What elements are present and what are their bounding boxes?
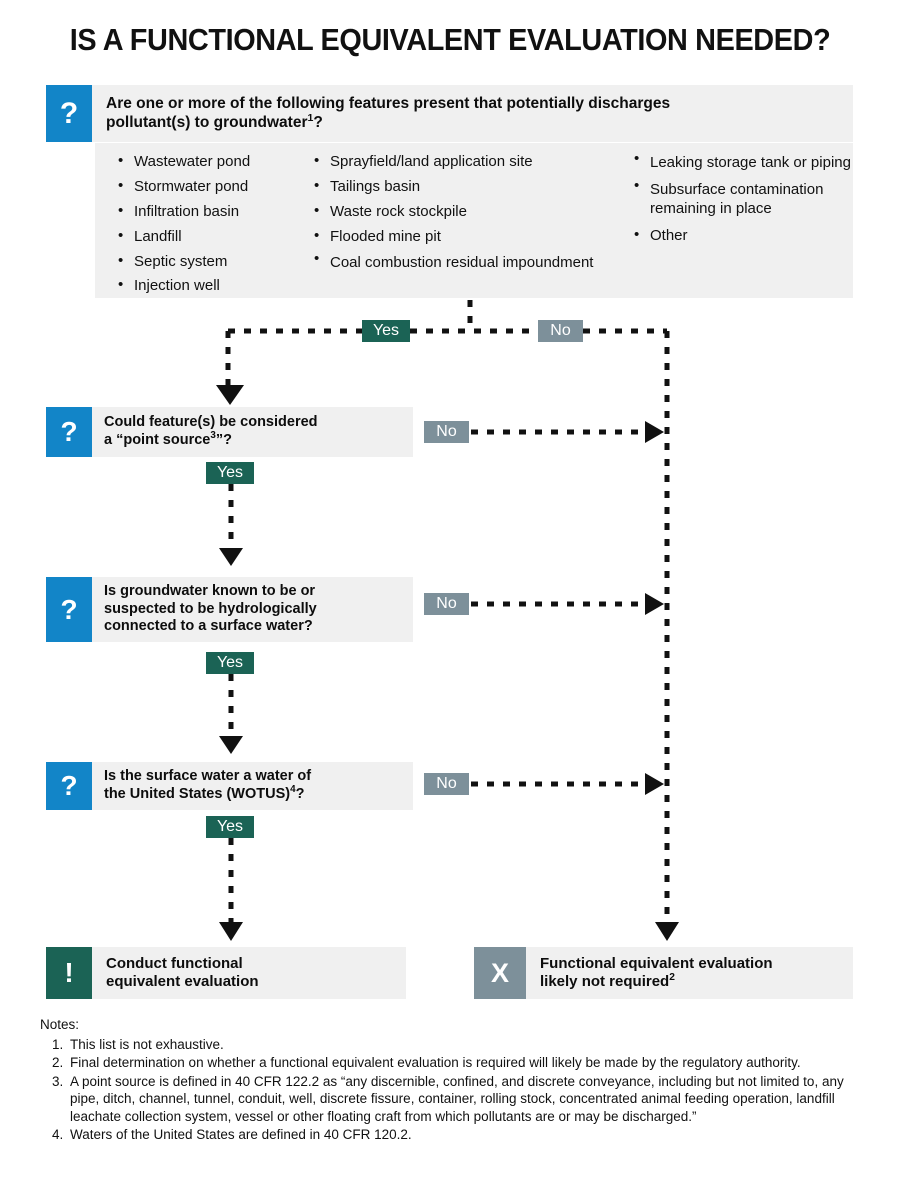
q3-line2: suspected to be hydrologically [104,600,317,617]
list-item: Leaking storage tank or piping [633,149,853,177]
note-item: 3. A point source is defined in 40 CFR 1… [40,1073,870,1126]
outcome-yes-line2: equivalent evaluation [106,973,259,990]
outcome-no-text: Functional equivalent evaluation likely … [526,947,853,999]
note-number: 3. [52,1073,64,1089]
outcome-yes-text: Conduct functional equivalent evaluation [92,947,406,999]
edge-label-yes-top: Yes [362,320,410,342]
outcome-no-line2-pre: likely not required [540,973,670,990]
question-node-1[interactable]: ? Are one or more of the following featu… [46,85,853,142]
edge-label-no-top: No [538,320,583,342]
arrowhead-to-outcome-yes [219,922,243,941]
note-number: 4. [52,1127,64,1143]
arrowhead-to-outcome-no [655,922,679,941]
note-item: 1. This list is not exhaustive. [40,1036,870,1054]
q2-line2-post: ”? [215,432,232,448]
question-mark-icon: ? [46,762,92,810]
arrowheads [216,385,679,941]
edge-label-no-q4: No [424,773,469,795]
q2-line2-pre: a “point source [104,432,211,448]
feature-column-2: Sprayfield/land application site Tailing… [305,149,623,298]
list-item: Other [633,223,853,249]
question-mark-icon: ? [46,407,92,457]
feature-column-3: Leaking storage tank or piping Subsurfac… [623,149,853,298]
list-item: Septic system [117,249,305,275]
note-text: This list is not exhaustive. [70,1036,224,1052]
q2-footnote-ref: 3 [210,430,216,442]
list-item: Stormwater pond [117,174,305,200]
q4-line2-pre: the United States (WOTUS) [104,786,291,802]
exclamation-mark-icon: ! [46,947,92,999]
outcome-node-not-required[interactable]: X Functional equivalent evaluation likel… [474,947,853,999]
q3-line3: connected to a surface water? [104,618,313,635]
q1-footnote-ref: 1 [307,111,314,124]
note-number: 1. [52,1036,64,1052]
list-item: Wastewater pond [117,149,305,175]
note-text: Final determination on whether a functio… [70,1055,801,1071]
outcome-no-line1: Functional equivalent evaluation [540,954,773,972]
list-item: Landfill [117,224,305,250]
arrowhead-q4-no [645,773,664,795]
question-node-2-text: Could feature(s) be considered a “point … [92,407,413,457]
edge-label-no-q3: No [424,593,469,615]
q3-line1: Is groundwater known to be or [104,582,316,599]
outcome-no-footnote-ref: 2 [669,972,675,983]
question-node-3-text: Is groundwater known to be or suspected … [92,577,413,642]
note-text: A point source is defined in 40 CFR 122.… [70,1073,844,1124]
q4-line2-post: ? [295,786,305,802]
edge-label-yes-q3: Yes [206,652,254,674]
note-item: 4. Waters of the United States are defin… [40,1126,870,1144]
arrowhead-q3-no [645,593,664,615]
list-item: Subsurface contamination remaining in pl… [633,176,853,223]
question-mark-icon: ? [46,85,92,142]
notes-section: Notes: 1. This list is not exhaustive. 2… [40,1016,870,1145]
question-node-1-text: Are one or more of the following feature… [92,85,853,142]
q2-line1: Could feature(s) be considered [104,414,318,431]
list-item: Flooded mine pit [313,224,623,250]
note-item: 2. Final determination on whether a func… [40,1054,870,1072]
feature-list-panel: Wastewater pond Stormwater pond Infiltra… [95,143,853,298]
list-item: Waste rock stockpile [313,199,623,225]
outcome-node-conduct-evaluation[interactable]: ! Conduct functional equivalent evaluati… [46,947,406,999]
list-item: Infiltration basin [117,199,305,225]
q4-line1: Is the surface water a water of [104,768,312,785]
list-item: Sprayfield/land application site [313,149,623,175]
q4-footnote-ref: 4 [290,784,296,796]
outcome-yes-line1: Conduct functional [106,954,243,972]
edge-label-yes-q2: Yes [206,462,254,484]
question-mark-icon: ? [46,577,92,642]
edge-label-yes-q4: Yes [206,816,254,838]
q1-line2-post: ? [313,113,323,131]
list-item: Tailings basin [313,174,623,200]
arrowhead-to-q2 [216,385,244,405]
q1-line2-pre: pollutant(s) to groundwater [106,113,308,131]
question-node-2[interactable]: ? Could feature(s) be considered a “poin… [46,407,413,457]
edge-label-no-q2: No [424,421,469,443]
q1-line1: Are one or more of the following feature… [106,94,671,112]
note-number: 2. [52,1055,64,1071]
page-title: IS A FUNCTIONAL EQUIVALENT EVALUATION NE… [69,22,831,57]
question-node-3[interactable]: ? Is groundwater known to be or suspecte… [46,577,413,642]
arrowhead-to-q4 [219,736,243,754]
notes-heading: Notes: [40,1017,80,1032]
x-mark-icon: X [474,947,526,999]
question-node-4[interactable]: ? Is the surface water a water of the Un… [46,762,413,810]
list-item: Injection well [117,273,305,299]
feature-column-1: Wastewater pond Stormwater pond Infiltra… [95,149,305,299]
list-item: Coal combustion residual impoundment [313,249,623,277]
question-node-4-text: Is the surface water a water of the Unit… [92,762,413,810]
arrowhead-to-q3 [219,548,243,566]
arrowhead-q2-no [645,421,664,443]
note-text: Waters of the United States are defined … [70,1127,412,1143]
